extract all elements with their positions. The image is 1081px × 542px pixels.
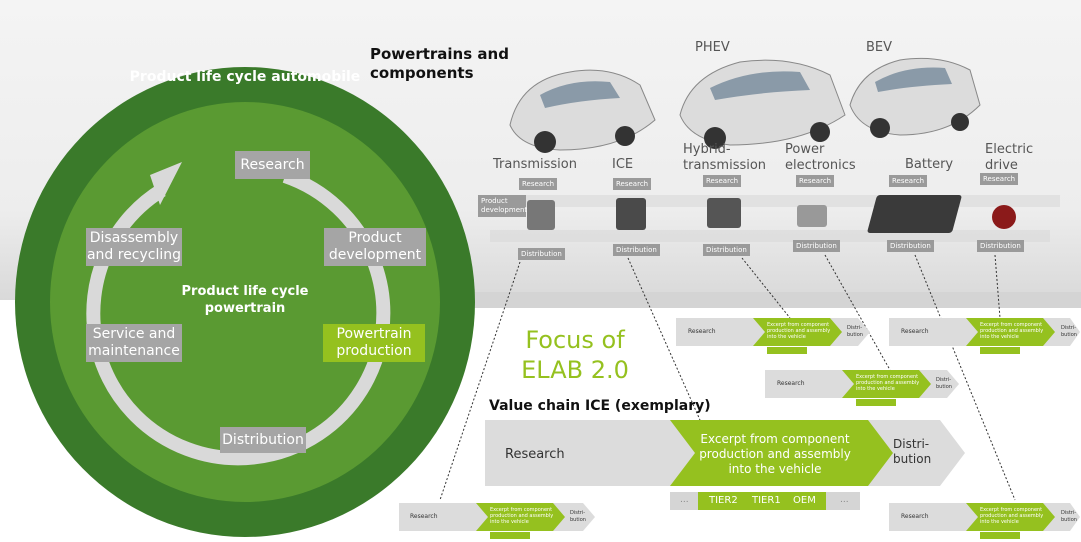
value-chain-arrows (485, 420, 965, 486)
car-ice-illustration (509, 69, 656, 153)
car-illustrations (509, 57, 981, 153)
value-chain-distribution-arrow (868, 420, 965, 486)
mini-chain-3-excerpt: Excerpt from component production and as… (856, 374, 920, 392)
tier-tier1: TIER1 (752, 495, 781, 506)
car-label-phev: PHEV (695, 40, 730, 55)
stage-product-development: Product development (324, 228, 426, 266)
automobile-lifecycle-title: Product life cycle automobile (129, 69, 361, 85)
mini-chain-4-research: Research (410, 513, 438, 520)
mini-chain-3-distribution: Distri- bution (936, 377, 952, 390)
stage-research: Research (235, 151, 310, 179)
tier-ellipsis-left: ... (680, 495, 689, 505)
chip-product-development: Product development (478, 195, 527, 217)
focus-line-1: Focus of (525, 326, 625, 354)
car-phev-illustration (679, 59, 846, 149)
mini-chain-2-excerpt: Excerpt from component production and as… (980, 322, 1044, 340)
mini-chain-2-research: Research (901, 328, 929, 335)
tier-oem: OEM (793, 495, 816, 506)
chip-distribution-hybrid: Distribution (703, 244, 750, 256)
chip-research-transmission: Research (519, 178, 558, 190)
divider-band (470, 292, 1081, 308)
value-chain-research-arrow (485, 420, 700, 486)
mini-chain-5-research: Research (901, 513, 929, 520)
component-label-electric-drive: Electric drive (985, 142, 1034, 173)
stage-powertrain-production: Powertrain production (323, 324, 425, 362)
component-label-ice: ICE (612, 157, 634, 172)
value-chain-excerpt-arrow (670, 420, 898, 486)
mini-chain-2-distribution: Distri- bution (1061, 325, 1077, 338)
mini-chain-strip-upper (480, 195, 1060, 207)
component-ice-image (616, 198, 646, 230)
chip-research-battery: Research (889, 175, 928, 187)
chip-distribution-battery: Distribution (887, 240, 934, 252)
stage-disassembly-recycling: Disassembly and recycling (86, 228, 182, 266)
chip-research-hybrid: Research (703, 175, 742, 187)
mini-chain-5-distribution: Distri- bution (1061, 510, 1077, 523)
tier-bar-highlight (698, 492, 826, 510)
component-electric-drive-image (992, 205, 1016, 229)
car-bev-illustration (849, 57, 981, 138)
cycle-arrow (86, 162, 391, 466)
mini-chain-3-research: Research (777, 380, 805, 387)
component-power-electronics-image (797, 205, 827, 227)
powertrain-lifecycle-title: Product life cycle powertrain (181, 284, 309, 316)
mini-chain-strip-lower (490, 230, 1050, 242)
value-chain-excerpt-label: Excerpt from component production and as… (699, 432, 851, 476)
car-label-bev: BEV (866, 40, 893, 55)
mini-chain-1-research: Research (688, 328, 716, 335)
component-hybrid-image (707, 198, 741, 228)
chip-distribution-power-electronics: Distribution (793, 240, 840, 252)
mini-chain-1-excerpt: Excerpt from component production and as… (767, 322, 831, 340)
chip-research-electric-drive: Research (980, 173, 1019, 185)
mini-chain-4-excerpt: Excerpt from component production and as… (490, 507, 554, 525)
value-chain-title: Value chain ICE (exemplary) (489, 398, 711, 414)
component-label-battery: Battery (905, 157, 954, 172)
value-chain-distribution-label: Distri- bution (893, 437, 932, 466)
mini-chain-1-distribution: Distri- bution (847, 325, 863, 338)
component-label-power-electronics: Power electronics (785, 142, 856, 173)
powertrains-heading: Powertrains and components (370, 45, 509, 82)
component-transmission-image (527, 200, 555, 230)
component-battery-image (866, 195, 963, 233)
mini-chain-5-excerpt: Excerpt from component production and as… (980, 507, 1044, 525)
component-label-hybrid: Hybrid-transmission (683, 142, 767, 173)
chip-research-ice: Research (613, 178, 652, 190)
value-chain-research-label: Research (505, 447, 565, 462)
chip-distribution-transmission: Distribution (518, 248, 565, 260)
chip-distribution-ice: Distribution (613, 244, 660, 256)
chip-research-power-electronics: Research (796, 175, 835, 187)
mini-chain-4-distribution: Distri- bution (570, 510, 586, 523)
focus-line-2: ELAB 2.0 (521, 356, 629, 384)
stage-service-maintenance: Service and maintenance (86, 324, 182, 362)
tier-tier2: TIER2 (709, 495, 738, 506)
stage-distribution: Distribution (220, 427, 306, 453)
chip-distribution-electric-drive: Distribution (977, 240, 1024, 252)
tier-ellipsis-right: ... (840, 495, 849, 505)
component-label-transmission: Transmission (493, 157, 577, 172)
